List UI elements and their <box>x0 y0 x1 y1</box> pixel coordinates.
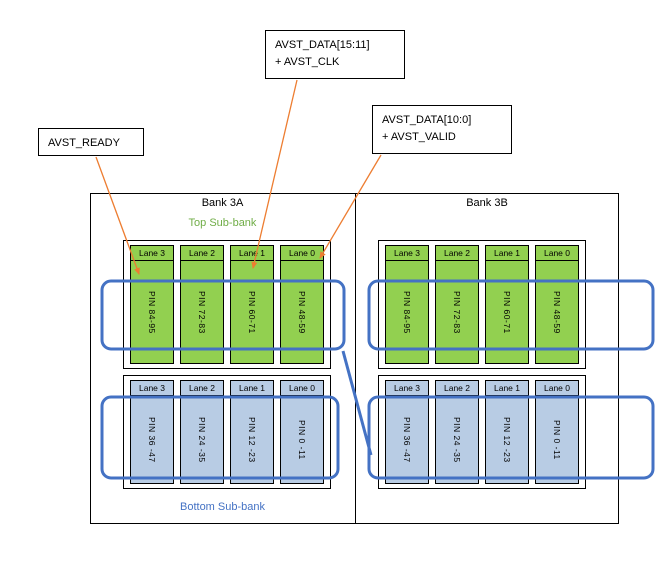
callout-avst-ready-line1: AVST_READY <box>48 137 120 149</box>
top-subbank-label: Top Sub-bank <box>188 217 257 229</box>
bank-divider-line <box>355 193 356 524</box>
lane-pin-area: PIN 72-83 <box>181 261 223 363</box>
lane-pin-label: PIN 48-59 <box>297 290 307 334</box>
lane-label: Lane 1 <box>486 246 528 261</box>
lane-pin-area: PIN 72-83 <box>436 261 478 363</box>
bank3a-bottom-lane-group: Lane 3 PIN 36 -47 Lane 2 PIN 24 -35 Lane… <box>123 375 331 489</box>
lane-pin-label: PIN 0 -11 <box>552 419 562 460</box>
lane-pin-label: PIN 0 -11 <box>297 419 307 460</box>
bank3a-top-lane-1: Lane 1 PIN 60-71 <box>230 245 274 364</box>
lane-pin-label: PIN 84-95 <box>147 290 157 334</box>
lane-label: Lane 2 <box>436 246 478 261</box>
bank3b-top-lane-3: Lane 3 PIN 84-95 <box>385 245 429 364</box>
lane-pin-area: PIN 60-71 <box>231 261 273 363</box>
lane-label: Lane 2 <box>181 246 223 261</box>
lane-label: Lane 3 <box>386 381 428 396</box>
bank3b-top-lane-1: Lane 1 PIN 60-71 <box>485 245 529 364</box>
bank3b-bottom-lane-0: Lane 0 PIN 0 -11 <box>535 380 579 484</box>
lane-label: Lane 0 <box>281 246 323 261</box>
callout-avst-ready: AVST_READY <box>38 128 144 156</box>
lane-pin-label: PIN 60-71 <box>247 290 257 334</box>
lane-pin-area: PIN 84-95 <box>386 261 428 363</box>
bank3a-top-lane-3: Lane 3 PIN 84-95 <box>130 245 174 364</box>
callout-avst-data-lo-line1: AVST_DATA[10:0] <box>382 114 472 126</box>
lane-pin-area: PIN 0 -11 <box>536 396 578 483</box>
bottom-subbank-label: Bottom Sub-bank <box>180 501 265 513</box>
callout-avst-data-hi: AVST_DATA[15:11] + AVST_CLK <box>265 30 405 79</box>
lane-pin-label: PIN 60-71 <box>502 290 512 334</box>
lane-label: Lane 1 <box>231 381 273 396</box>
bank3a-bottom-lane-1: Lane 1 PIN 12 -23 <box>230 380 274 484</box>
bank3b-bottom-lane-group: Lane 3 PIN 36 -47 Lane 2 PIN 24 -35 Lane… <box>378 375 586 489</box>
lane-pin-label: PIN 24 -35 <box>452 416 462 463</box>
lane-pin-area: PIN 60-71 <box>486 261 528 363</box>
lane-label: Lane 0 <box>536 381 578 396</box>
callout-avst-data-lo: AVST_DATA[10:0] + AVST_VALID <box>372 105 512 154</box>
bank3b-top-lane-group: Lane 3 PIN 84-95 Lane 2 PIN 72-83 Lane 1… <box>378 240 586 369</box>
lane-pin-area: PIN 84-95 <box>131 261 173 363</box>
lane-pin-label: PIN 12 -23 <box>247 416 257 463</box>
lane-pin-label: PIN 84-95 <box>402 290 412 334</box>
bank3b-top-lane-0: Lane 0 PIN 48-59 <box>535 245 579 364</box>
lane-pin-label: PIN 12 -23 <box>502 416 512 463</box>
lane-label: Lane 3 <box>131 246 173 261</box>
bank3b-bottom-lane-3: Lane 3 PIN 36 -47 <box>385 380 429 484</box>
lane-label: Lane 3 <box>386 246 428 261</box>
lane-pin-area: PIN 12 -23 <box>486 396 528 483</box>
bank-3b-title: Bank 3B <box>466 197 508 209</box>
bank3a-top-lane-2: Lane 2 PIN 72-83 <box>180 245 224 364</box>
bank3b-bottom-lane-2: Lane 2 PIN 24 -35 <box>435 380 479 484</box>
callout-avst-data-hi-line1: AVST_DATA[15:11] <box>275 39 370 51</box>
lane-pin-label: PIN 72-83 <box>197 290 207 334</box>
bank3a-top-lane-0: Lane 0 PIN 48-59 <box>280 245 324 364</box>
lane-pin-area: PIN 36 -47 <box>386 396 428 483</box>
bank3a-bottom-lane-3: Lane 3 PIN 36 -47 <box>130 380 174 484</box>
bank3a-bottom-lane-0: Lane 0 PIN 0 -11 <box>280 380 324 484</box>
lane-label: Lane 1 <box>231 246 273 261</box>
lane-label: Lane 0 <box>281 381 323 396</box>
lane-pin-label: PIN 36 -47 <box>402 416 412 463</box>
lane-label: Lane 3 <box>131 381 173 396</box>
lane-pin-area: PIN 48-59 <box>281 261 323 363</box>
bank3b-bottom-lane-1: Lane 1 PIN 12 -23 <box>485 380 529 484</box>
lane-pin-area: PIN 36 -47 <box>131 396 173 483</box>
lane-pin-area: PIN 0 -11 <box>281 396 323 483</box>
bank3a-bottom-lane-2: Lane 2 PIN 24 -35 <box>180 380 224 484</box>
bank-3a-title: Bank 3A <box>201 197 244 209</box>
lane-pin-label: PIN 36 -47 <box>147 416 157 463</box>
bank3a-top-lane-group: Lane 3 PIN 84-95 Lane 2 PIN 72-83 Lane 1… <box>123 240 331 369</box>
lane-label: Lane 2 <box>181 381 223 396</box>
lane-pin-label: PIN 72-83 <box>452 290 462 334</box>
bank3b-top-lane-2: Lane 2 PIN 72-83 <box>435 245 479 364</box>
lane-label: Lane 1 <box>486 381 528 396</box>
lane-pin-area: PIN 24 -35 <box>181 396 223 483</box>
lane-pin-area: PIN 48-59 <box>536 261 578 363</box>
callout-avst-data-lo-line2: + AVST_VALID <box>382 130 456 143</box>
lane-label: Lane 2 <box>436 381 478 396</box>
lane-pin-area: PIN 12 -23 <box>231 396 273 483</box>
lane-pin-label: PIN 48-59 <box>552 290 562 334</box>
lane-pin-area: PIN 24 -35 <box>436 396 478 483</box>
lane-pin-label: PIN 24 -35 <box>197 416 207 463</box>
callout-avst-data-hi-line2: + AVST_CLK <box>275 55 340 68</box>
lane-label: Lane 0 <box>536 246 578 261</box>
